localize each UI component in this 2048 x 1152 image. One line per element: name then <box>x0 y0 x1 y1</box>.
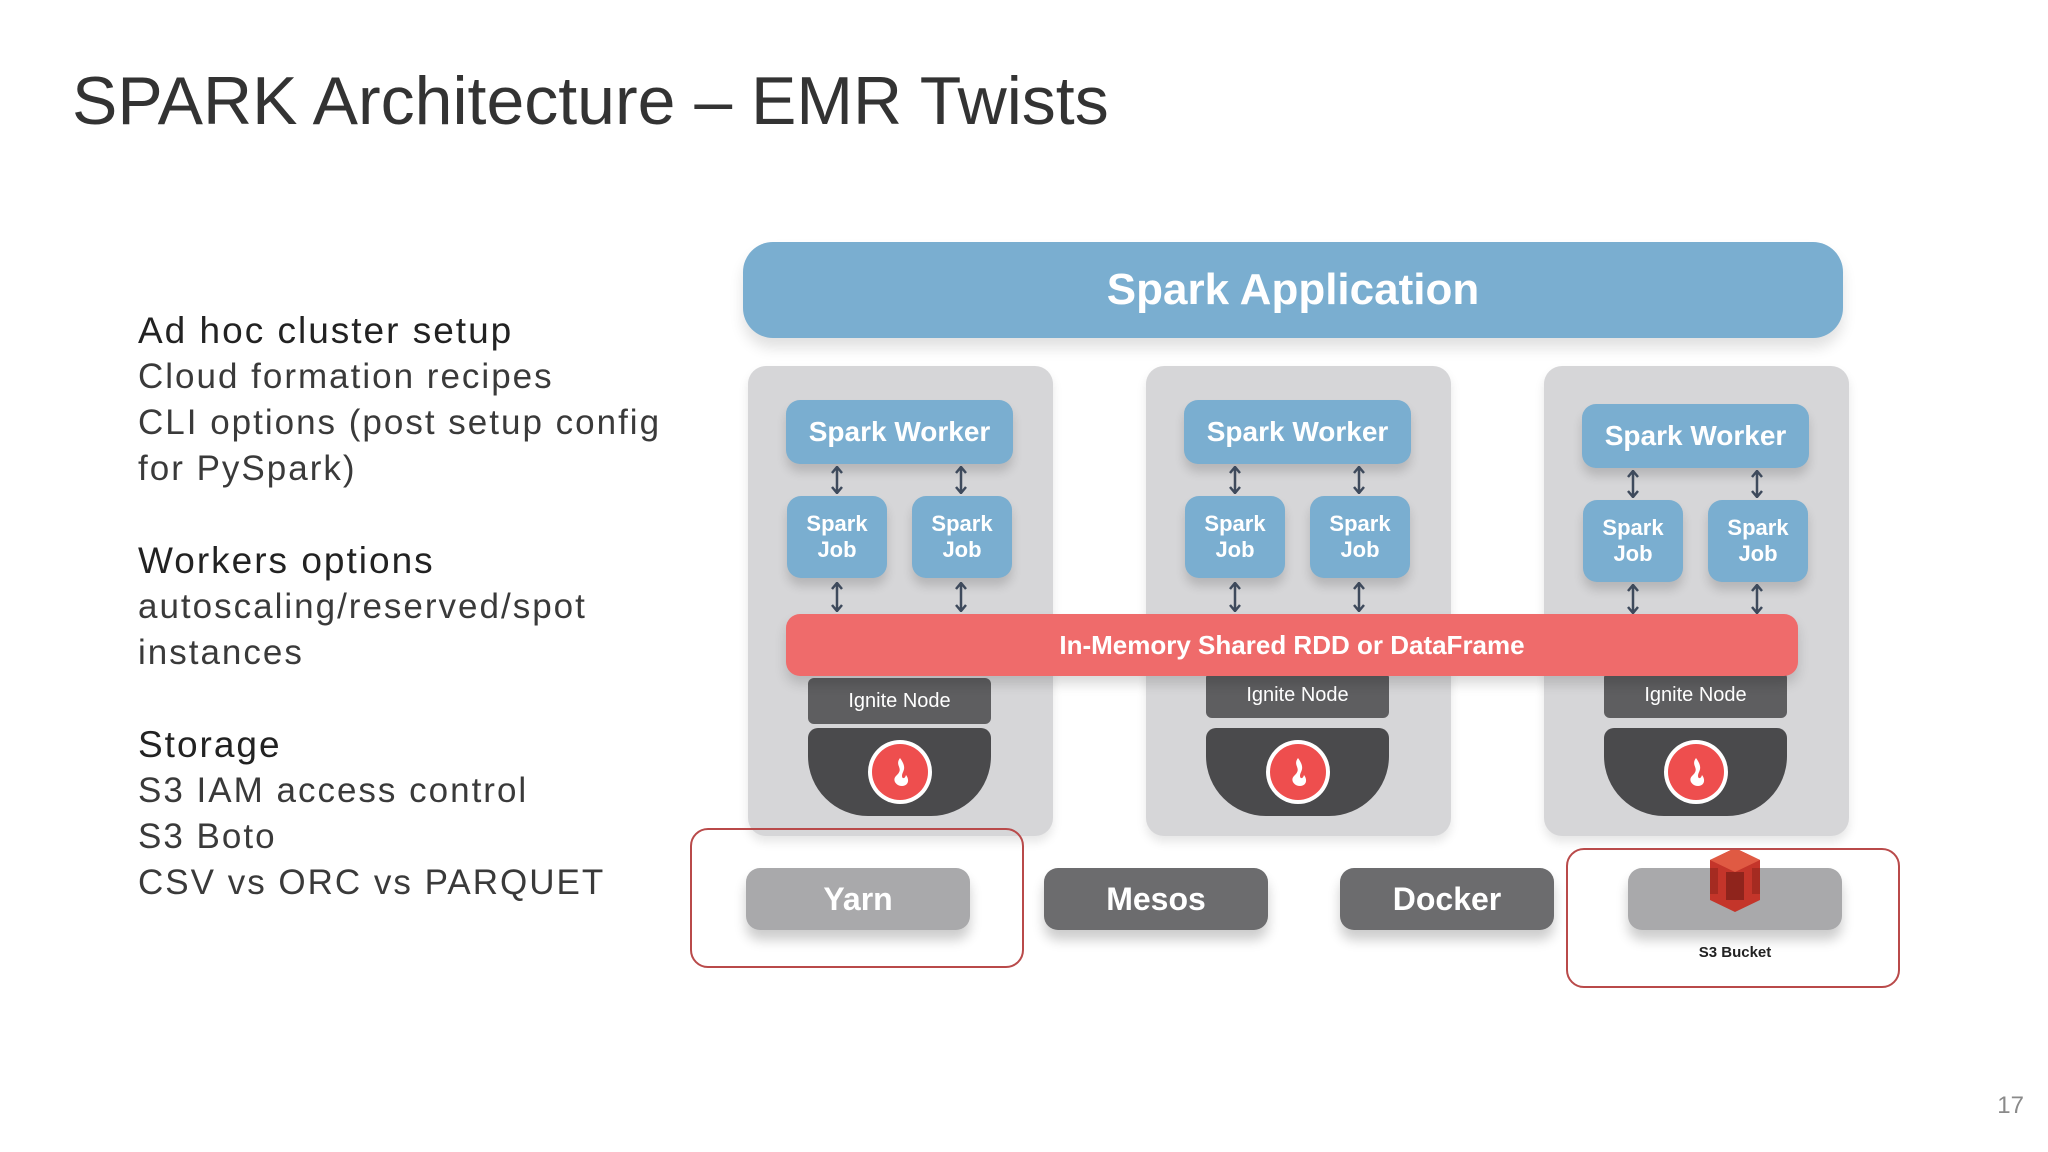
ignite-node-base <box>808 728 991 816</box>
s3-bucket-label: S3 Bucket <box>1698 944 1772 961</box>
double-arrow-icon <box>1627 584 1639 614</box>
section-storage: Storage S3 IAM access control S3 Boto CS… <box>138 722 698 906</box>
yarn-box: Yarn <box>746 868 970 930</box>
worker-panel: Spark Worker Spark Job Spark Job Ignite … <box>748 366 1053 836</box>
mesos-box: Mesos <box>1044 868 1268 930</box>
spark-job-box: Spark Job <box>1583 500 1683 582</box>
ignite-node-label: Ignite Node <box>1206 672 1389 718</box>
section-line: Cloud formation recipes <box>138 357 554 396</box>
job-label-line: Job <box>1340 537 1380 562</box>
job-label-line: Spark <box>806 511 868 536</box>
s3-bucket-icon <box>1710 848 1760 912</box>
double-arrow-icon <box>1229 582 1241 612</box>
section-line: autoscaling/reserved/spot <box>138 587 587 626</box>
ignite-node-label: Ignite Node <box>1604 672 1787 718</box>
spark-worker-box: Spark Worker <box>1582 404 1809 468</box>
ignite-flame-icon <box>1668 744 1724 800</box>
ignite-flame-icon <box>1270 744 1326 800</box>
section-line: S3 Boto <box>138 817 277 856</box>
job-label-line: Job <box>1613 541 1653 566</box>
double-arrow-icon <box>1751 470 1763 498</box>
section-heading: Ad hoc cluster setup <box>138 310 514 351</box>
job-label-line: Job <box>817 537 857 562</box>
spark-job-box: Spark Job <box>1310 496 1410 578</box>
section-workers-options: Workers options autoscaling/reserved/spo… <box>138 538 698 676</box>
s3-bucket-box <box>1628 848 1842 930</box>
job-label-line: Spark <box>1727 515 1789 540</box>
s3-highlight-outline <box>1566 848 1900 988</box>
job-label-line: Spark <box>1204 511 1266 536</box>
ignite-node-label: Ignite Node <box>808 678 991 724</box>
section-line: CSV vs ORC vs PARQUET <box>138 863 606 902</box>
spark-job-box: Spark Job <box>1185 496 1285 578</box>
double-arrow-icon <box>1751 584 1763 614</box>
double-arrow-icon <box>1353 582 1365 612</box>
slide-title: SPARK Architecture – EMR Twists <box>72 63 1109 139</box>
docker-box: Docker <box>1340 868 1554 930</box>
page-number: 17 <box>1997 1092 2024 1119</box>
section-line: S3 IAM access control <box>138 771 529 810</box>
section-line: CLI options (post setup config <box>138 403 662 442</box>
bullet-list: Ad hoc cluster setup Cloud formation rec… <box>138 308 698 952</box>
spark-application-box: Spark Application <box>743 242 1843 338</box>
spark-job-box: Spark Job <box>787 496 887 578</box>
spark-worker-box: Spark Worker <box>1184 400 1411 464</box>
job-label-line: Job <box>1215 537 1255 562</box>
shared-rdd-dataframe-bar: In-Memory Shared RDD or DataFrame <box>786 614 1798 676</box>
worker-panel: Spark Worker Spark Job Spark Job Ignite … <box>1544 366 1849 836</box>
job-label-line: Job <box>942 537 982 562</box>
double-arrow-icon <box>1229 466 1241 494</box>
ignite-node-base <box>1206 728 1389 816</box>
yarn-highlight-outline <box>690 828 1024 968</box>
job-label-line: Spark <box>1602 515 1664 540</box>
spark-job-box: Spark Job <box>912 496 1012 578</box>
double-arrow-icon <box>831 466 843 494</box>
spark-job-box: Spark Job <box>1708 500 1808 582</box>
double-arrow-icon <box>831 582 843 612</box>
job-label-line: Spark <box>1329 511 1391 536</box>
ignite-node-base <box>1604 728 1787 816</box>
double-arrow-icon <box>955 466 967 494</box>
job-label-line: Spark <box>931 511 993 536</box>
double-arrow-icon <box>1627 470 1639 498</box>
job-label-line: Job <box>1738 541 1778 566</box>
double-arrow-icon <box>955 582 967 612</box>
section-heading: Storage <box>138 724 282 765</box>
section-ad-hoc-cluster-setup: Ad hoc cluster setup Cloud formation rec… <box>138 308 698 492</box>
section-line: for PySpark) <box>138 449 357 488</box>
worker-panel: Spark Worker Spark Job Spark Job Ignite … <box>1146 366 1451 836</box>
section-heading: Workers options <box>138 540 435 581</box>
double-arrow-icon <box>1353 466 1365 494</box>
spark-worker-box: Spark Worker <box>786 400 1013 464</box>
ignite-flame-icon <box>872 744 928 800</box>
section-line: instances <box>138 633 304 672</box>
